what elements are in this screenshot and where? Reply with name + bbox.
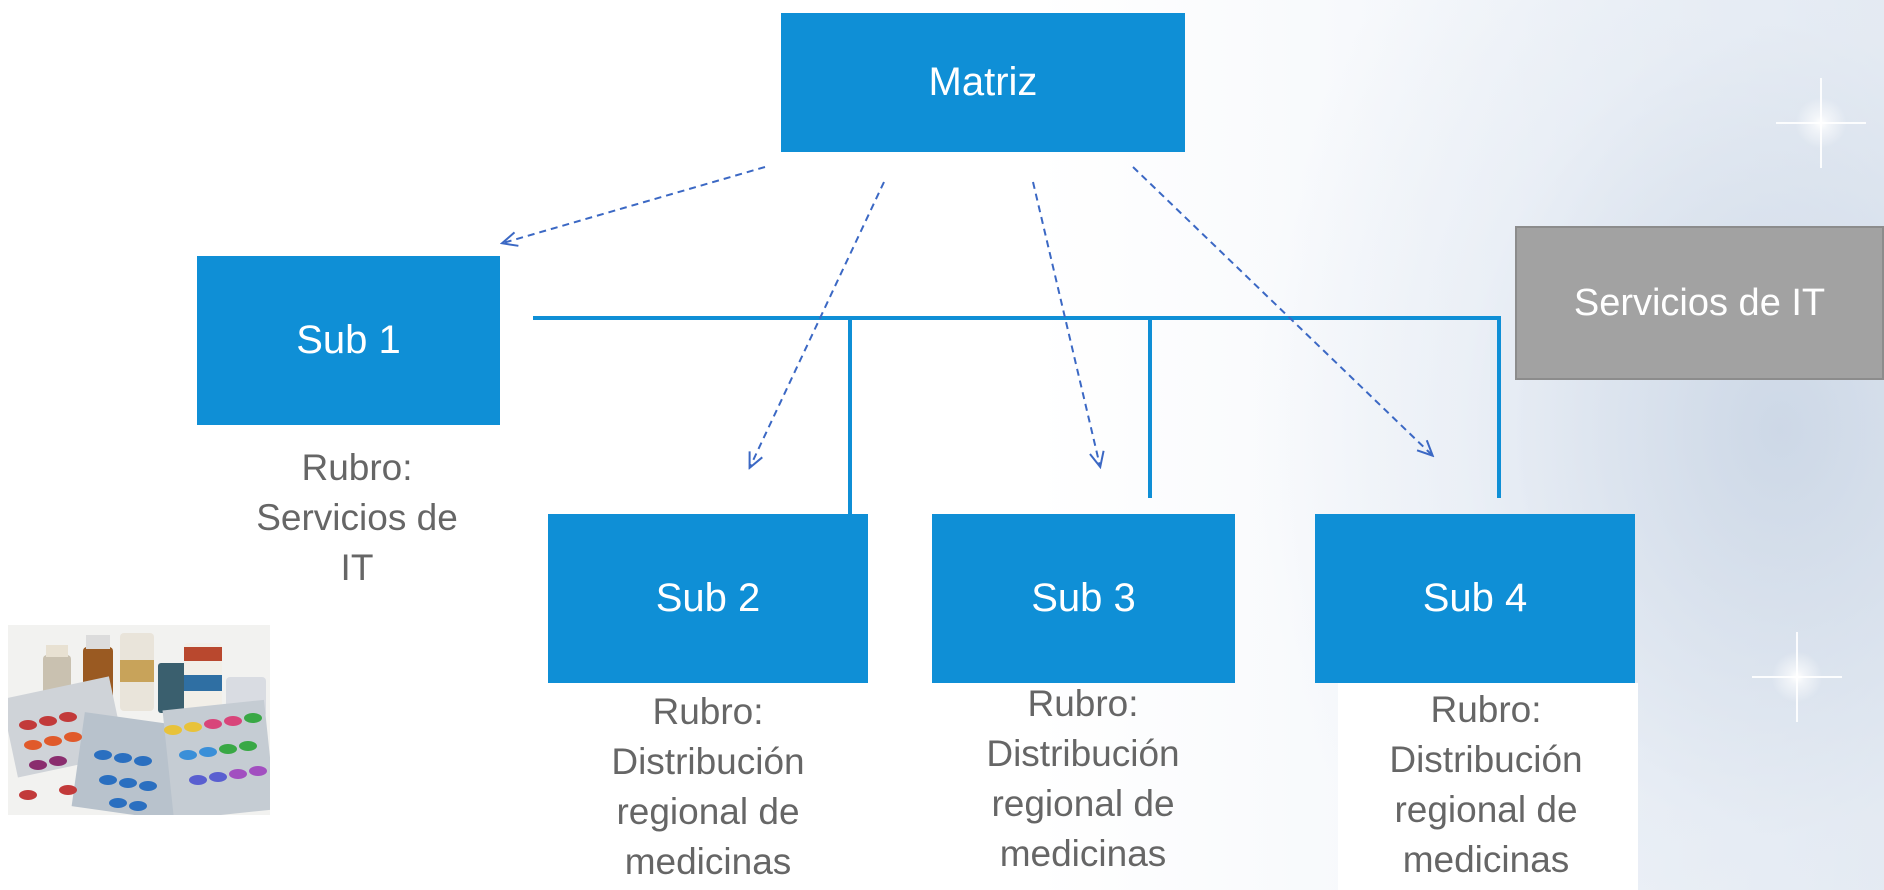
sub2-caption: Rubro: Distribución regional de medicina… <box>568 687 848 887</box>
caption-line: medicinas <box>999 833 1167 874</box>
arrow-to-sub3 <box>1032 181 1100 466</box>
caption-line: medicinas <box>624 841 792 882</box>
medicine-pills-photo <box>8 625 270 815</box>
caption-line: Distribución <box>1389 739 1583 780</box>
caption-line: Distribución <box>611 741 805 782</box>
sub4-label: Sub 4 <box>1422 576 1528 620</box>
arrow-to-sub1 <box>503 166 766 243</box>
sub4-caption: Rubro: Distribución regional de medicina… <box>1346 685 1626 885</box>
sub1-label: Sub 1 <box>296 318 401 362</box>
caption-line: Rubro: <box>652 691 764 732</box>
caption-line: Distribución <box>986 733 1180 774</box>
pills-illustration <box>8 625 270 815</box>
caption-line: Rubro: <box>1430 689 1542 730</box>
servicios-it-label: Servicios de IT <box>1573 281 1826 324</box>
sparkle-decoration <box>1752 632 1842 722</box>
arrow-to-sub4 <box>1132 166 1432 455</box>
sub3-label: Sub 3 <box>1031 576 1136 620</box>
sub1-box: Sub 1 <box>197 256 500 425</box>
sparkle-decoration <box>1776 78 1866 168</box>
caption-line: IT <box>340 547 374 588</box>
caption-line: Rubro: <box>301 447 413 488</box>
sub3-box: Sub 3 <box>932 514 1235 683</box>
servicios-it-box: Servicios de IT <box>1515 226 1884 380</box>
caption-line: regional de <box>991 783 1175 824</box>
caption-line: regional de <box>616 791 800 832</box>
sub2-label: Sub 2 <box>655 576 761 620</box>
matriz-label: Matriz <box>928 60 1038 104</box>
matriz-box: Matriz <box>781 13 1185 152</box>
caption-line: medicinas <box>1402 839 1570 880</box>
caption-backdrop <box>1338 683 1638 890</box>
sub2-box: Sub 2 <box>548 514 868 683</box>
caption-line: Servicios de <box>256 497 458 538</box>
sub3-caption: Rubro: Distribución regional de medicina… <box>943 679 1223 879</box>
arrow-to-sub2 <box>750 181 885 467</box>
sub1-caption: Rubro: Servicios de IT <box>232 443 482 593</box>
caption-line: regional de <box>1394 789 1578 830</box>
sub4-box: Sub 4 <box>1315 514 1635 683</box>
caption-line: Rubro: <box>1027 683 1139 724</box>
